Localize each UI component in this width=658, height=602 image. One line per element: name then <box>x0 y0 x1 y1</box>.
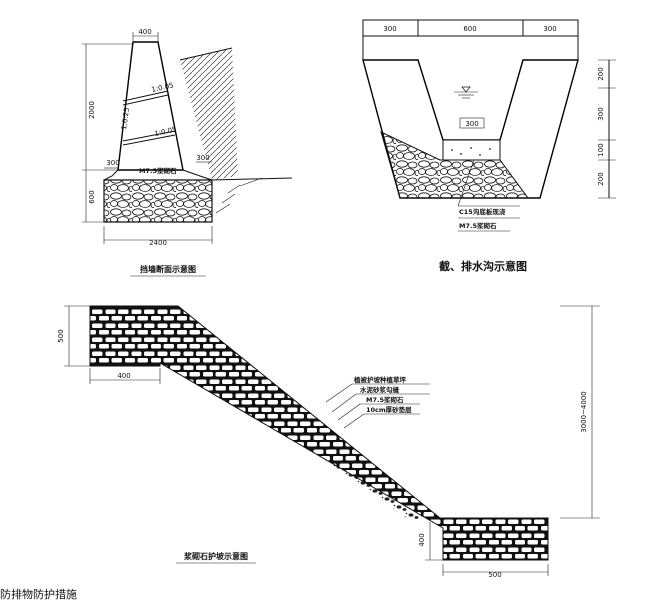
ditch-top-left: 300 <box>383 25 396 33</box>
ditch-v3: 100 <box>597 143 605 156</box>
ditch-v4: 200 <box>597 172 605 185</box>
ditch-material-1: C15沟底板现浇 <box>459 207 506 216</box>
ditch-rubble-bed <box>380 131 529 199</box>
wall-slope-lower: 1:0.05 <box>154 125 178 137</box>
ditch-top-right: 300 <box>543 25 556 33</box>
ditch-bottom-width: 300 <box>465 120 478 128</box>
wall-base-height: 600 <box>88 190 96 203</box>
slope-layer-1: 植被护坡种植草坪 <box>353 375 407 384</box>
wall-slope-face: 1:0.25 <box>120 107 131 130</box>
slope-top-width: 400 <box>117 372 130 380</box>
retaining-wall-caption: 挡墙断面示意图 <box>140 264 196 274</box>
wall-foundation <box>103 179 213 223</box>
drainage-ditch-caption: 截、排水沟示意图 <box>439 259 527 273</box>
wall-toe-right: 300 <box>196 154 209 162</box>
ditch-base-slab <box>442 139 501 161</box>
masonry-slope <box>89 305 549 561</box>
slope-layer-2: 水泥砂浆勾缝 <box>360 385 400 394</box>
footer-text: 防排物防护措施 <box>0 588 77 601</box>
wall-height: 2000 <box>88 101 96 119</box>
slope-layer-3: M7.5浆砌石 <box>366 395 404 404</box>
slope-top-height: 500 <box>57 329 65 342</box>
slope-layer-4: 10cm厚砂垫层 <box>366 405 412 414</box>
wall-toe-left: 300 <box>106 159 119 167</box>
ditch-v1: 200 <box>597 67 605 80</box>
backfill-soil <box>180 48 238 180</box>
slope-total-height: 3000~4000 <box>580 391 588 433</box>
ditch-v2: 300 <box>597 107 605 120</box>
ditch-top-mid: 600 <box>463 25 476 33</box>
wall-top-width: 400 <box>138 28 151 36</box>
wall-material-label: M7.5浆砌石 <box>139 166 177 175</box>
drainage-ditch-section: 300 600 300 300 200 300 100 200 <box>362 19 616 273</box>
ditch-material-2: M7.5浆砌石 <box>459 221 497 230</box>
wall-base-width: 2400 <box>149 239 167 247</box>
slope-protection-section: 500 400 3000~4000 400 500 植被护坡种植草坪 水泥砂浆勾… <box>57 305 600 579</box>
wall-body <box>117 41 184 171</box>
slope-bottom-width: 500 <box>488 571 501 579</box>
slope-bottom-height: 400 <box>418 533 426 546</box>
slope-protection-caption: 浆砌石护坡示意图 <box>183 551 248 561</box>
retaining-wall-section: 400 2000 600 300 300 2400 1:0.05 1:0.25 … <box>82 28 293 277</box>
